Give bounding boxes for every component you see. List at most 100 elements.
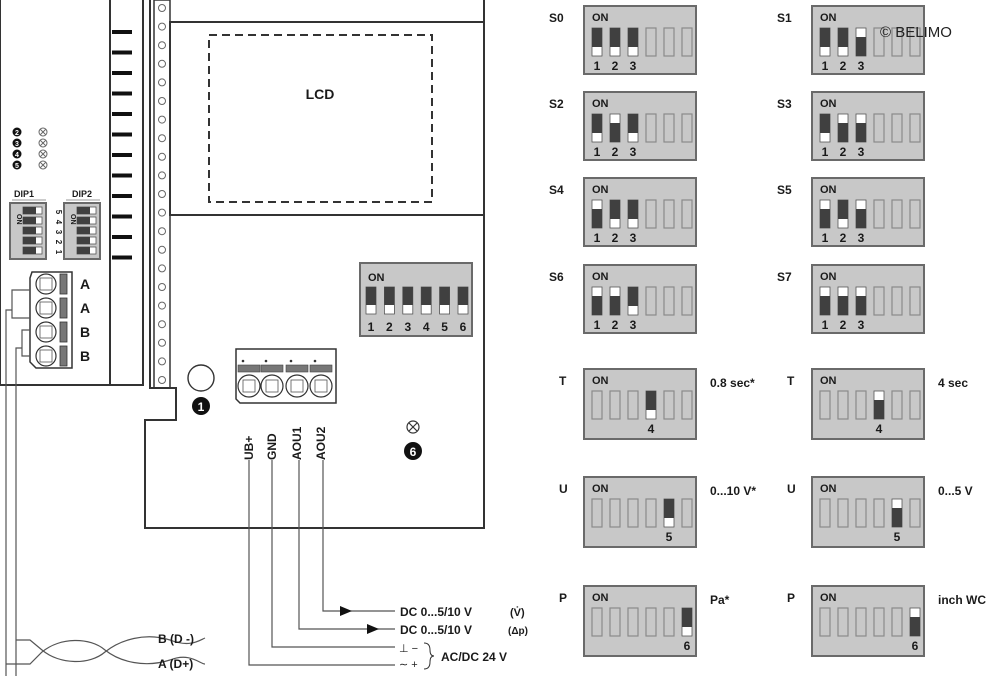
left-module-connector-pins bbox=[112, 30, 132, 260]
empty-slot bbox=[837, 390, 849, 420]
setting-dip-body bbox=[583, 585, 697, 657]
setting-switch-2 bbox=[609, 286, 621, 316]
empty-slot bbox=[681, 390, 693, 420]
empty-slot bbox=[891, 27, 903, 57]
setting-switch-1 bbox=[819, 113, 831, 143]
setting-switch-2 bbox=[837, 199, 849, 229]
setting-switch-3 bbox=[855, 27, 867, 57]
output-terminal-gnd[interactable] bbox=[260, 359, 284, 398]
output-terminal-ub-plus[interactable] bbox=[237, 359, 261, 398]
setting-label: U bbox=[787, 482, 796, 496]
output-terminal-block[interactable] bbox=[235, 348, 337, 404]
lcd-label: LCD bbox=[306, 86, 335, 102]
setting-switch-2 bbox=[837, 113, 849, 143]
bus-a-label: A (D+) bbox=[158, 657, 193, 671]
dip2-switch[interactable]: ON bbox=[63, 202, 101, 260]
setting-label: U bbox=[559, 482, 568, 496]
setting-switch-5 bbox=[663, 498, 675, 528]
setting-switch-3 bbox=[627, 113, 639, 143]
wire-ub bbox=[248, 460, 395, 666]
dip1-lever bbox=[23, 217, 36, 224]
setting-switch-4 bbox=[873, 390, 885, 420]
terminal-lever[interactable] bbox=[309, 364, 333, 373]
setting-label: P bbox=[559, 591, 567, 605]
terminal-lever[interactable] bbox=[237, 364, 261, 373]
output-terminal-aou2[interactable] bbox=[309, 359, 333, 398]
setting-switch-number: 1 bbox=[822, 59, 829, 73]
bus-terminal-lever[interactable] bbox=[59, 321, 68, 343]
bus-terminal-label: B bbox=[80, 348, 90, 364]
connector-pin bbox=[112, 235, 132, 239]
bus-terminal-label: B bbox=[80, 324, 90, 340]
setting-switch-number: 1 bbox=[594, 318, 601, 332]
setting-switch-1 bbox=[819, 27, 831, 57]
bus-terminal-lever[interactable] bbox=[59, 273, 68, 295]
empty-slot bbox=[873, 286, 885, 316]
empty-slot bbox=[873, 27, 885, 57]
rail-pin bbox=[158, 41, 166, 50]
led-icon bbox=[406, 420, 420, 434]
dip2-lever bbox=[77, 247, 90, 254]
led-callout-number: 2 bbox=[15, 130, 19, 137]
dip1-switch[interactable]: ON bbox=[9, 202, 47, 260]
terminal-lever[interactable] bbox=[285, 364, 309, 373]
empty-slot bbox=[681, 199, 693, 229]
output-terminal-aou1[interactable] bbox=[285, 359, 309, 398]
main-dip-switch-6[interactable] bbox=[457, 286, 469, 315]
setting-label: S1 bbox=[777, 11, 792, 25]
led-callout-number: 4 bbox=[15, 152, 19, 159]
setting-switch-3 bbox=[855, 113, 867, 143]
terminal-lever[interactable] bbox=[260, 364, 284, 373]
main-dip-switch-4[interactable] bbox=[420, 286, 432, 315]
dip2-lever bbox=[77, 217, 90, 224]
empty-slot bbox=[909, 27, 921, 57]
led-icon bbox=[38, 127, 48, 137]
empty-slot bbox=[873, 113, 885, 143]
setting-on-label: ON bbox=[820, 184, 837, 196]
main-dip-switch-5[interactable] bbox=[439, 286, 451, 315]
output-wiring: DC 0...5/10 V (V̇) DC 0...5/10 V (Δp) ⊥ … bbox=[248, 460, 528, 671]
empty-slot bbox=[609, 607, 621, 637]
bus-terminal[interactable]: B bbox=[35, 345, 90, 367]
dip-number: 5 bbox=[54, 210, 63, 215]
main-dip-switch-1[interactable] bbox=[365, 286, 377, 315]
empty-slot bbox=[873, 199, 885, 229]
wire-gnd bbox=[271, 460, 395, 648]
setting-on-label: ON bbox=[820, 271, 837, 283]
bus-terminal[interactable]: A bbox=[35, 273, 90, 295]
empty-slot bbox=[855, 498, 867, 528]
empty-slot bbox=[837, 607, 849, 637]
connector-pin bbox=[112, 255, 132, 260]
empty-slot bbox=[855, 390, 867, 420]
empty-slot bbox=[891, 113, 903, 143]
setting-dip-body bbox=[811, 368, 925, 440]
bus-terminal[interactable]: B bbox=[35, 321, 90, 343]
bus-terminal[interactable]: A bbox=[35, 297, 90, 319]
dip1-label: DIP1 bbox=[14, 189, 34, 199]
led-callout-badge bbox=[12, 127, 22, 137]
setting-switch-6 bbox=[681, 607, 693, 637]
bus-terminal-lever[interactable] bbox=[59, 345, 68, 367]
reset-button[interactable] bbox=[187, 364, 215, 392]
rail-pin bbox=[158, 357, 166, 366]
main-dip-switch-3[interactable] bbox=[402, 286, 414, 315]
dip2-lever bbox=[77, 237, 90, 244]
connector-pin bbox=[112, 50, 132, 55]
setting-on-label: ON bbox=[592, 98, 609, 110]
setting-switch-3 bbox=[855, 199, 867, 229]
bus-terminal-lever[interactable] bbox=[59, 297, 68, 319]
setting-switch-6 bbox=[909, 607, 921, 637]
pin-rail-pins bbox=[158, 4, 166, 384]
main-dip-switch-2[interactable] bbox=[383, 286, 395, 315]
empty-slot bbox=[591, 498, 603, 528]
rail-pin bbox=[158, 227, 166, 236]
empty-slot bbox=[855, 607, 867, 637]
